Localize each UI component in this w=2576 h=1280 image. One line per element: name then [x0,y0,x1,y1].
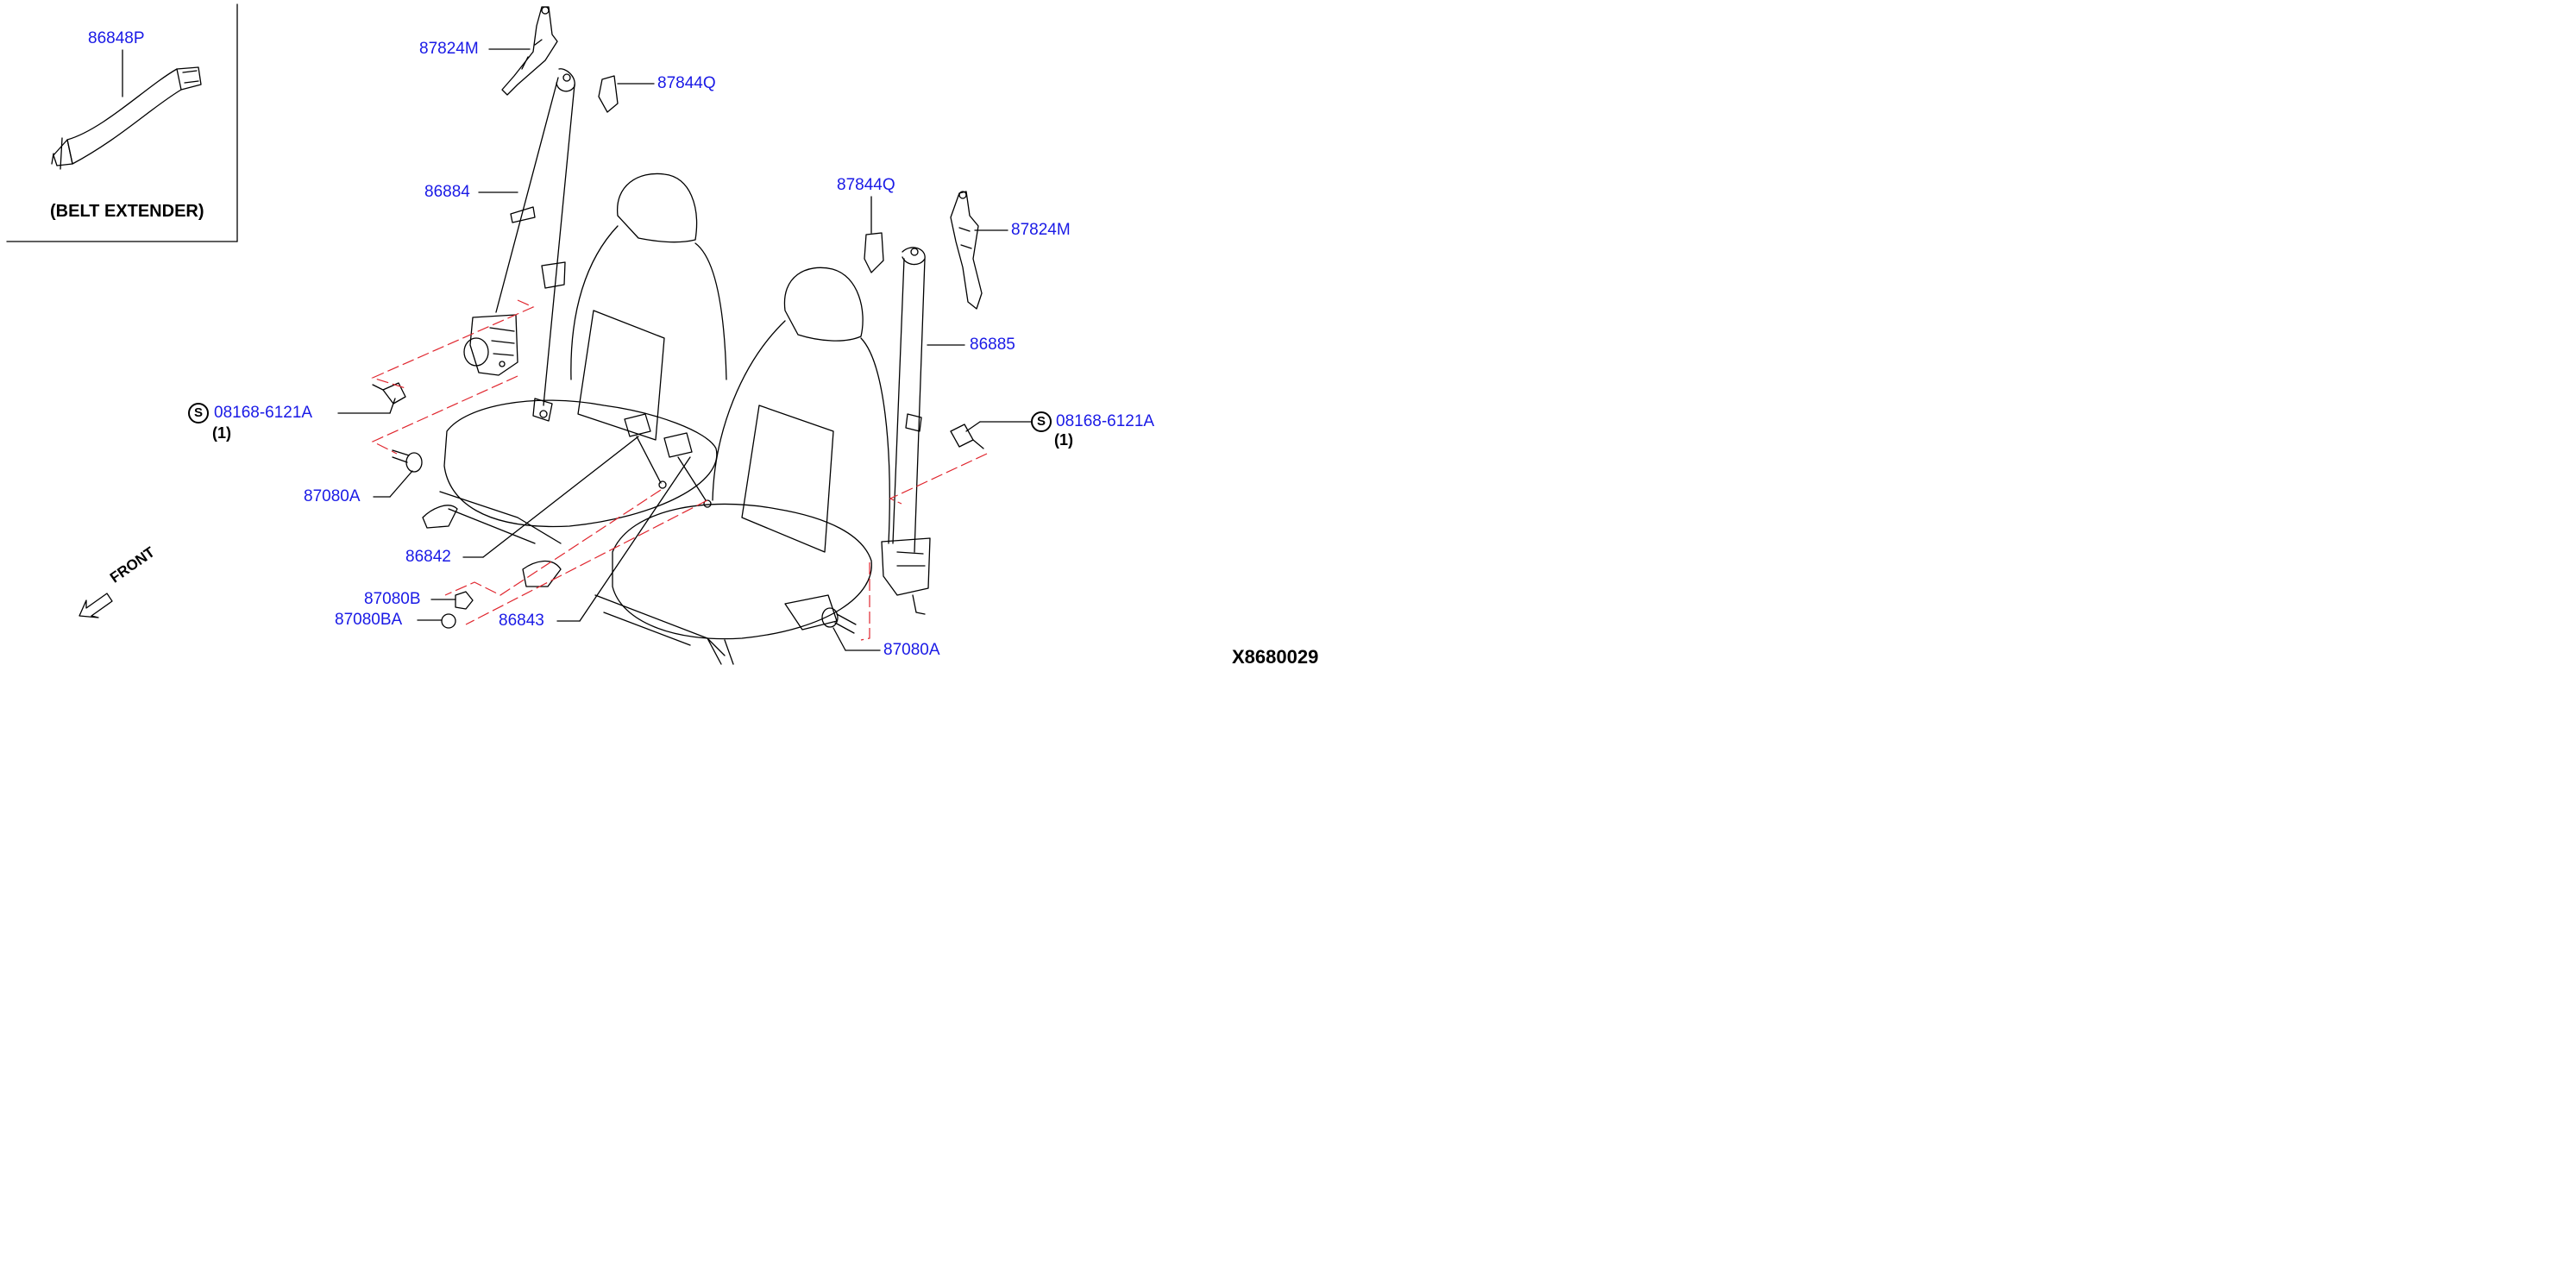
qty-08168-left: (1) [212,424,231,442]
bolt-08168-left [372,382,406,405]
leader-lines [337,48,1033,651]
standard-part-symbol-right: S [1031,411,1052,432]
label-86885[interactable]: 86885 [970,336,1015,354]
label-87844q-right[interactable]: 87844Q [837,176,895,194]
standard-part-symbol-left: S [188,403,209,424]
buckle-86843 [663,432,712,508]
label-86848p[interactable]: 86848P [88,29,145,47]
belt-86885 [892,247,926,553]
seat-left [422,173,727,587]
front-arrow-icon [79,593,113,618]
dashed-leaders [371,299,988,641]
label-87080ba[interactable]: 87080BA [335,611,403,629]
inset-frame [6,3,238,242]
label-87080b[interactable]: 87080B [364,590,421,608]
nut-87080ba [441,613,456,629]
label-86884[interactable]: 86884 [424,183,470,201]
label-08168-6121a-left[interactable]: 08168-6121A [214,404,313,422]
label-87824m-left[interactable]: 87824M [419,40,479,58]
parts-diagram: 86848P (BELT EXTENDER) 87824M 87844Q 868… [0,0,1341,671]
buckle-86842 [624,413,667,489]
label-87080a-right[interactable]: 87080A [883,641,940,659]
label-86842[interactable]: 86842 [405,548,451,566]
retractor-left [463,314,518,376]
label-87844q-left[interactable]: 87844Q [657,74,716,92]
bolt-87080a-right [821,607,857,634]
bolt-87080a-left [392,449,423,473]
diagram-artwork [6,3,1033,665]
label-86843[interactable]: 86843 [499,612,544,630]
belt-extender [51,66,202,170]
label-87824m-right[interactable]: 87824M [1011,221,1071,239]
cover-87844q-right [864,232,884,273]
belt-86884 [495,68,575,422]
adjuster-87824m-right [950,191,983,310]
cover-87844q-left [598,75,619,113]
inset-caption: (BELT EXTENDER) [50,202,204,221]
adjuster-87824m-left [501,6,558,96]
retractor-right [881,537,931,615]
qty-08168-right: (1) [1054,431,1073,449]
diagram-id: X8680029 [1232,646,1319,668]
bolt-08168-right [950,424,984,449]
label-87080a-left[interactable]: 87080A [304,487,361,505]
label-08168-6121a-right[interactable]: 08168-6121A [1056,412,1155,430]
seat-right [594,267,890,665]
nut-87080b [455,591,474,610]
